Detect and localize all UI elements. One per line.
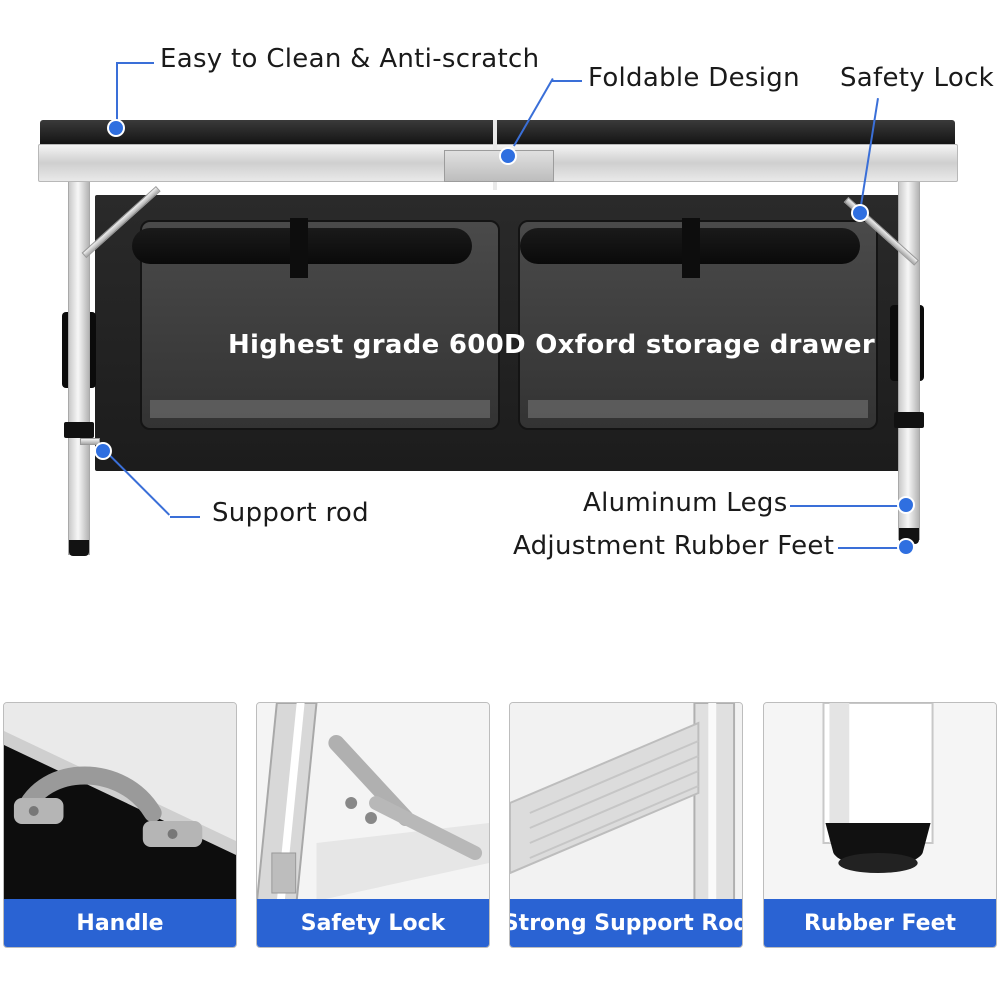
drawer-callout-text: Highest grade 600D Oxford storage drawer [228,330,875,360]
bottom-support-rod [80,438,100,445]
left-mesh [150,400,490,418]
rubber-feet-leader [838,547,898,549]
left-drawer-strap [290,218,308,278]
foldable-leader-h [552,80,582,82]
panel-handle: Handle [3,702,237,948]
support-rod-dot [96,444,110,458]
aluminum-legs-callout-text: Aluminum Legs [583,488,788,518]
foldable-callout-text: Foldable Design [588,63,800,93]
left-leg [68,180,90,555]
rubber-feet-dot [899,540,913,554]
right-mesh [528,400,868,418]
handle-icon [4,703,236,901]
table-top [40,120,955,146]
support-rod-callout-text: Support rod [212,498,369,528]
panel-handle-label: Handle [4,899,236,947]
support-rod-icon [510,703,742,901]
panel-support-rod: Strong Support Rod [509,702,743,948]
left-rubber-foot [69,540,89,556]
safety-lock-callout-text: Safety Lock [840,63,995,93]
left-leg-band [64,422,94,438]
panel-safety-lock: Safety Lock [256,702,490,948]
support-rod-leader-h [170,516,200,518]
panel-rubber-feet: Rubber Feet [763,702,997,948]
right-leg [898,180,920,540]
panel-rubber-feet-label: Rubber Feet [764,899,996,947]
hinge-plate [444,150,554,182]
rubber-feet-callout-text: Adjustment Rubber Feet [513,531,835,561]
easy-clean-callout-text: Easy to Clean & Anti-scratch [160,44,540,74]
panel-safety-lock-label: Safety Lock [257,899,489,947]
aluminum-legs-leader [790,505,898,507]
rubber-foot-icon [764,703,996,901]
foldable-dot [501,149,515,163]
panel-support-rod-label: Strong Support Rod [510,899,742,947]
safety-lock-dot [853,206,867,220]
easy-clean-dot [109,121,123,135]
right-drawer-strap [682,218,700,278]
right-leg-band [894,412,924,428]
easy-clean-leader [116,62,154,128]
aluminum-legs-dot [899,498,913,512]
safety-lock-icon [257,703,489,901]
